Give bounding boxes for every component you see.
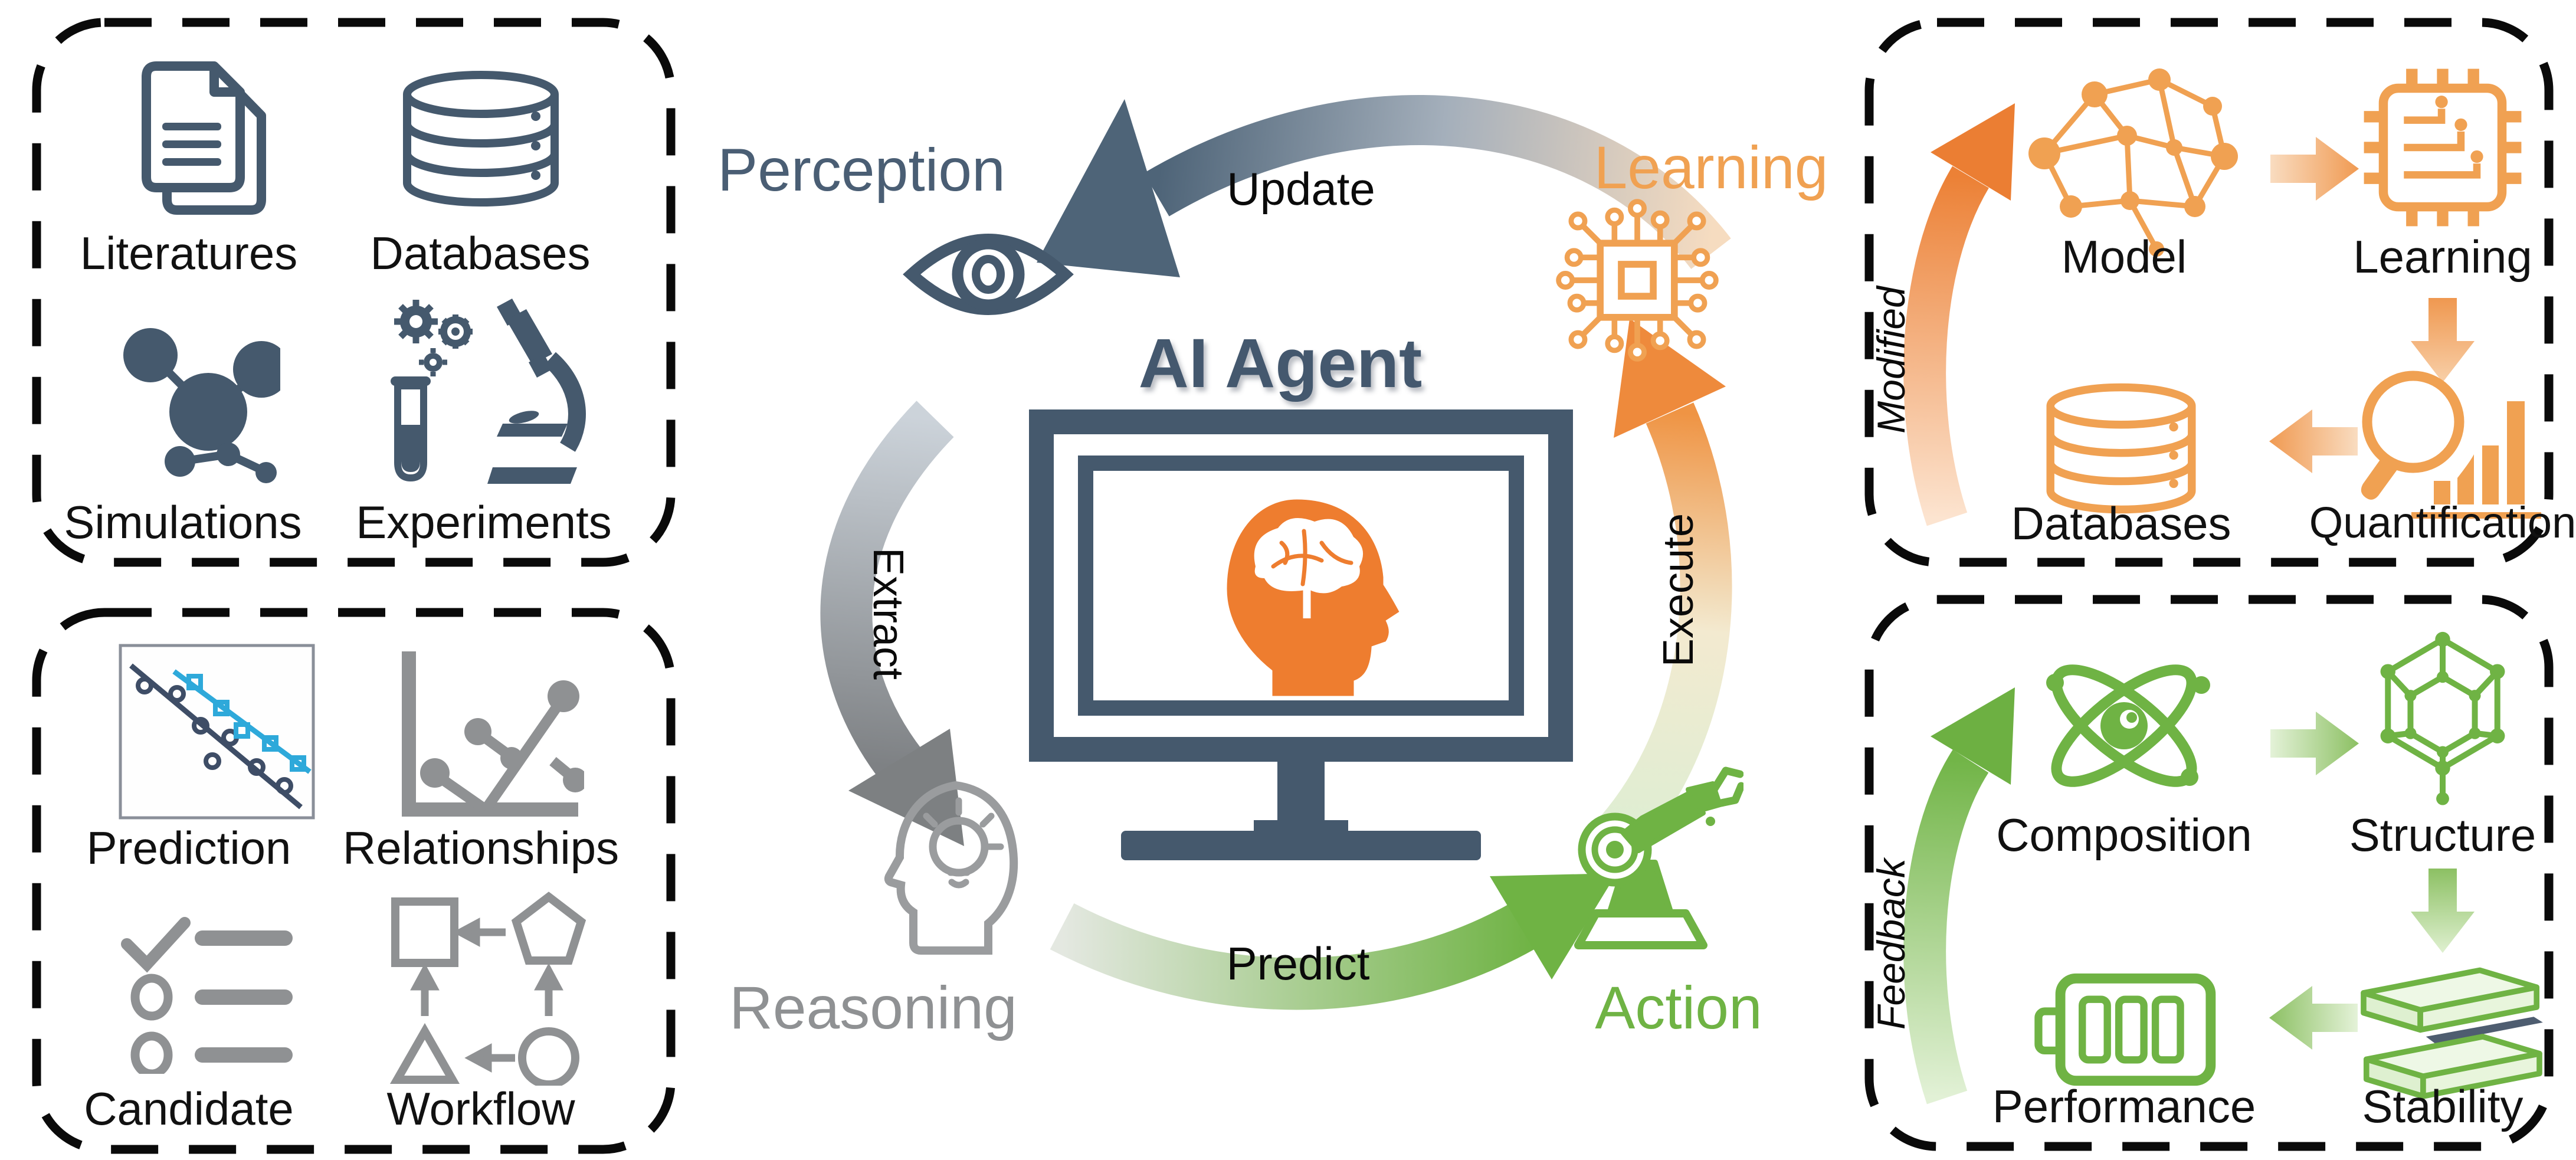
modified-arrow-label: Modified — [1869, 286, 1913, 434]
checklist-icon — [121, 917, 293, 1074]
structure-to-stability-arrow — [2411, 869, 2475, 953]
magnifier-bars-icon — [2361, 371, 2541, 519]
workflow-icon — [389, 892, 586, 1086]
graph-icon — [402, 651, 584, 817]
documents-icon — [142, 61, 266, 215]
predict-arrow-label: Predict — [1226, 938, 1370, 989]
learning-node-label: Learning — [1594, 134, 1828, 201]
reasoning-node-label: Reasoning — [729, 974, 1017, 1041]
feedback-arrow — [1903, 687, 2015, 1105]
perception-box-border — [32, 18, 676, 567]
databases-step-label: Databases — [2011, 497, 2231, 549]
chip-circuit-icon — [2364, 68, 2522, 227]
microscope-icon — [391, 299, 586, 484]
literatures-label: Literatures — [80, 227, 298, 279]
quantification-label: Quantification — [2309, 498, 2576, 547]
simulations-label: Simulations — [64, 496, 302, 548]
update-arrow-label: Update — [1227, 163, 1375, 215]
database-orange-icon — [2046, 383, 2196, 514]
composition-to-structure-arrow — [2270, 712, 2359, 775]
database-icon — [403, 71, 559, 207]
workflow-label: Workflow — [386, 1083, 575, 1135]
atom-icon — [2046, 664, 2210, 787]
performance-label: Performance — [1992, 1080, 2256, 1132]
perception-node-label: Perception — [717, 136, 1005, 204]
eye-icon — [903, 234, 1074, 315]
extract-arrow-label: Extract — [864, 547, 912, 680]
molecule-icon — [123, 328, 280, 483]
action-box-border — [1864, 595, 2554, 1151]
feedback-arrow-label: Feedback — [1869, 858, 1913, 1030]
candidate-label: Candidate — [84, 1083, 294, 1135]
predict-arrow — [1050, 873, 1617, 1010]
reasoning-box-border — [32, 608, 676, 1154]
learning-box-border — [1864, 18, 2554, 567]
monitor-brain-icon — [1029, 409, 1573, 860]
extract-arrow — [820, 401, 964, 846]
stability-label: Stability — [2362, 1080, 2523, 1132]
model-label: Model — [2061, 231, 2187, 283]
stability-to-performance-arrow — [2269, 986, 2358, 1050]
lattice-icon — [2380, 631, 2505, 805]
prediction-label: Prediction — [86, 822, 291, 874]
composition-label: Composition — [1996, 809, 2252, 861]
model-to-learning-arrow — [2270, 137, 2359, 201]
modified-arrow — [1903, 103, 2015, 526]
learning-step-label: Learning — [2353, 231, 2532, 283]
neural-network-icon — [2028, 68, 2238, 257]
structure-label: Structure — [2349, 809, 2536, 861]
databases-label: Databases — [370, 227, 591, 279]
relationships-label: Relationships — [342, 822, 620, 874]
battery-icon — [2034, 973, 2216, 1086]
head-lightbulb-icon — [884, 781, 1018, 955]
execute-arrow-label: Execute — [1655, 513, 1702, 667]
scatter-plot-icon — [119, 644, 315, 820]
chip-icon — [1556, 199, 1719, 362]
learning-to-quantification-arrow — [2411, 298, 2475, 382]
action-node-label: Action — [1595, 974, 1762, 1041]
figure-title: AI Agent — [1138, 325, 1423, 402]
experiments-label: Experiments — [356, 496, 612, 548]
quantification-to-databases-arrow — [2269, 409, 2358, 473]
update-arrow — [1037, 95, 1731, 277]
layers-icon — [2361, 967, 2543, 1099]
robot-arm-icon — [1574, 766, 1743, 949]
